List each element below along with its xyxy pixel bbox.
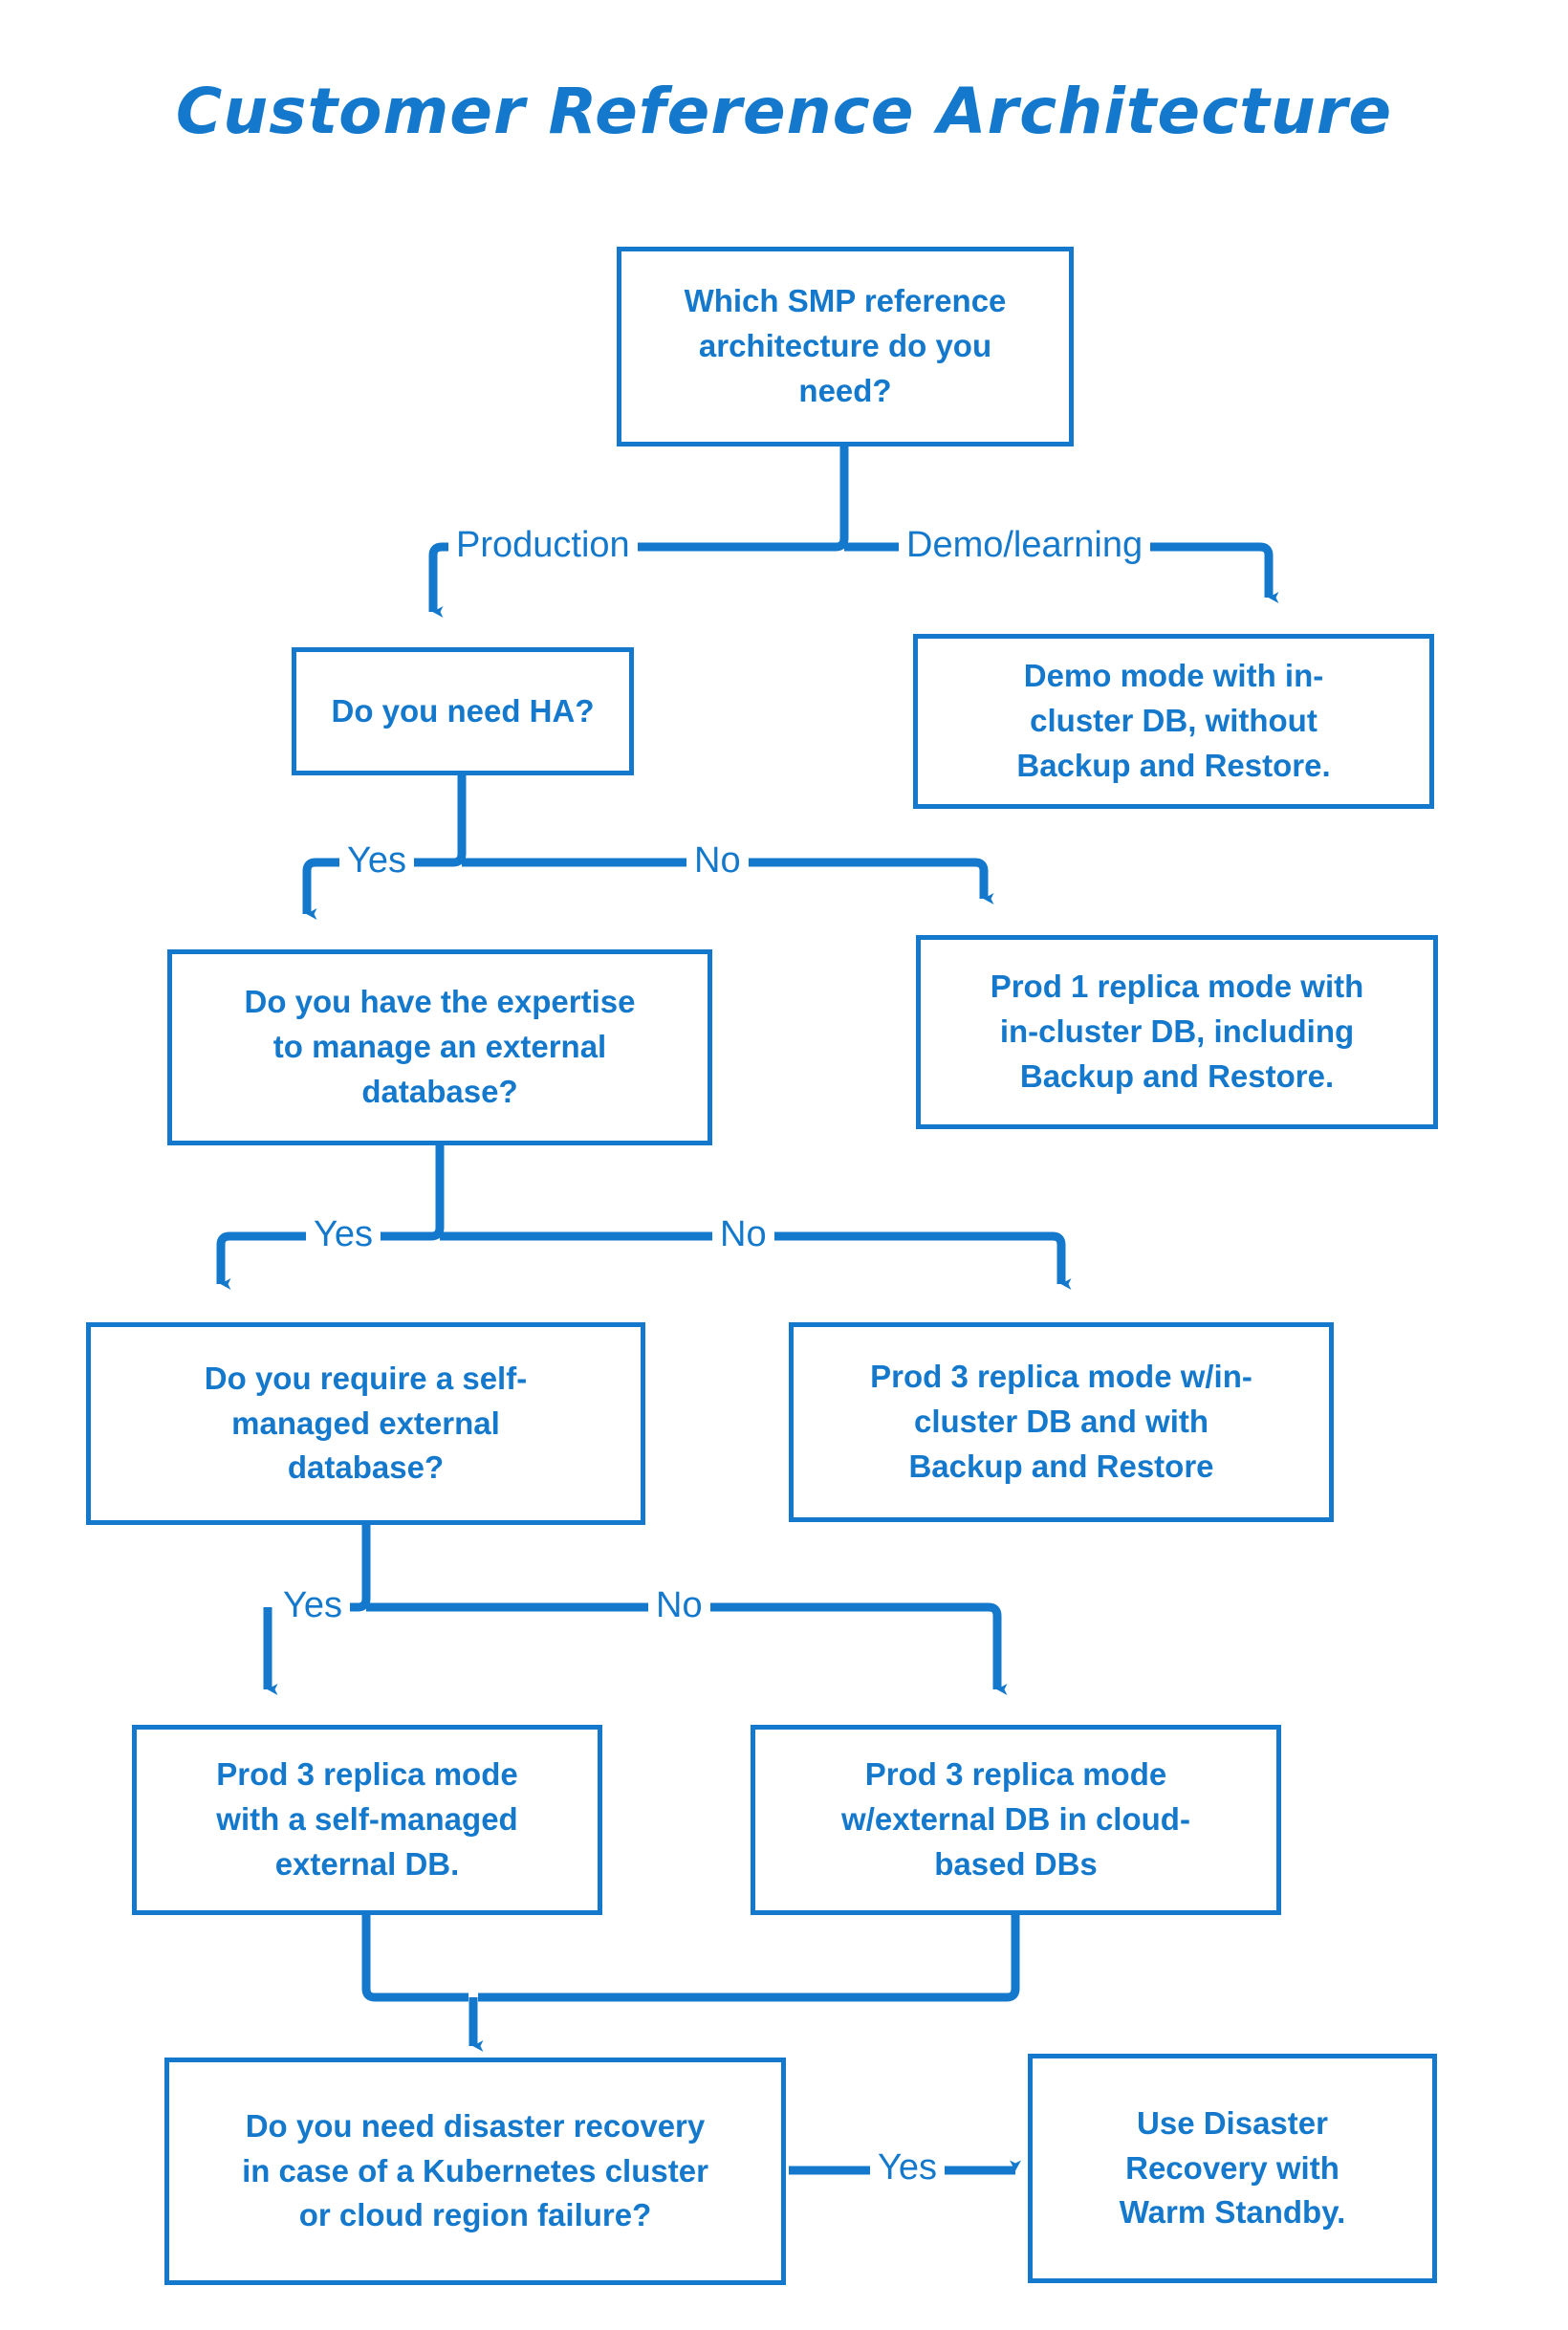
node-use-disaster-recovery-warm-standby[interactable]: Use Disaster Recovery with Warm Standby. [1028, 2054, 1437, 2283]
edge-which-split [801, 446, 849, 552]
node-expertise-external-database[interactable]: Do you have the expertise to manage an e… [167, 949, 712, 1145]
node-which-smp-reference-architecture[interactable]: Which SMP reference architecture do you … [617, 247, 1074, 446]
node-text-line: cluster DB, without [1030, 703, 1318, 739]
node-text-line: database? [287, 1449, 445, 1486]
node-text-line: Prod 3 replica mode [864, 1756, 1167, 1793]
node-text-line: need? [798, 372, 892, 408]
node-text-line: in-cluster DB, including [999, 1013, 1355, 1050]
node-text-line: w/external DB in cloud- [841, 1801, 1190, 1838]
node-text-line: cluster DB and with [913, 1404, 1209, 1440]
edge-label-ha-yes: Yes [339, 842, 414, 879]
node-text-line: architecture do you [698, 328, 992, 364]
node-need-disaster-recovery[interactable]: Do you need disaster recovery in case of… [164, 2058, 786, 2285]
page-title: Customer Reference Architecture [175, 75, 1393, 148]
edge-label-selfmanaged-yes: Yes [275, 1587, 350, 1623]
node-text-line: managed external [231, 1405, 500, 1441]
node-text-line: to manage an external [272, 1029, 607, 1065]
node-prod-3-replica-cloud-based-dbs[interactable]: Prod 3 replica mode w/external DB in clo… [751, 1725, 1281, 1915]
node-prod-1-replica-mode[interactable]: Prod 1 replica mode with in-cluster DB, … [916, 935, 1438, 1129]
node-text-line: Prod 3 replica mode w/in- [870, 1359, 1252, 1395]
node-text-line: in case of a Kubernetes cluster [242, 2152, 708, 2188]
node-text-line: Recovery with [1125, 2149, 1339, 2186]
node-text-line: with a self-managed [216, 1801, 518, 1838]
node-text-line: database? [361, 1073, 518, 1109]
node-text-line: Warm Standby. [1119, 2194, 1346, 2231]
node-text-line: Use Disaster [1137, 2104, 1328, 2141]
node-text-line: Do you require a self- [204, 1360, 528, 1396]
node-text-line: external DB. [274, 1845, 460, 1882]
edge-expertise-split [387, 1145, 445, 1241]
node-text-line: Backup and Restore. [1019, 1057, 1335, 1094]
node-require-self-managed-external-database[interactable]: Do you require a self- managed external … [86, 1322, 645, 1525]
edge-label-production: Production [448, 527, 638, 563]
node-text-line: Backup and Restore. [1016, 747, 1331, 783]
edge-label-expertise-yes: Yes [306, 1216, 381, 1252]
edge-prod3self-merge [361, 1915, 468, 2002]
node-prod-3-replica-in-cluster-db[interactable]: Prod 3 replica mode w/in- cluster DB and… [789, 1322, 1334, 1522]
node-demo-mode-in-cluster-db[interactable]: Demo mode with in- cluster DB, without B… [913, 634, 1434, 809]
edge-label-dr-yes: Yes [870, 2149, 945, 2186]
node-text-line: or cloud region failure? [298, 2197, 652, 2233]
node-text-line: Prod 1 replica mode with [990, 969, 1364, 1005]
edge-label-demo-learning: Demo/learning [899, 527, 1151, 563]
node-text-line: based DBs [934, 1845, 1098, 1882]
node-text-line: Which SMP reference [684, 283, 1007, 319]
edge-label-expertise-no: No [712, 1216, 774, 1252]
node-text-line: Do you need disaster recovery [245, 2107, 706, 2144]
node-text-line: Backup and Restore [908, 1448, 1214, 1484]
node-text-line: Do you have the expertise [244, 984, 636, 1020]
edge-label-ha-no: No [686, 842, 749, 879]
node-text-line: Do you need HA? [331, 692, 595, 729]
edge-ha-split [419, 775, 467, 867]
node-prod-3-replica-self-managed-external-db[interactable]: Prod 3 replica mode with a self-managed … [132, 1725, 602, 1915]
node-text-line: Prod 3 replica mode [216, 1756, 518, 1793]
edge-prod3cloud-merge [478, 1915, 1020, 2002]
edge-label-selfmanaged-no: No [648, 1587, 710, 1623]
node-do-you-need-ha[interactable]: Do you need HA? [292, 647, 634, 775]
node-text-line: Demo mode with in- [1023, 658, 1324, 694]
